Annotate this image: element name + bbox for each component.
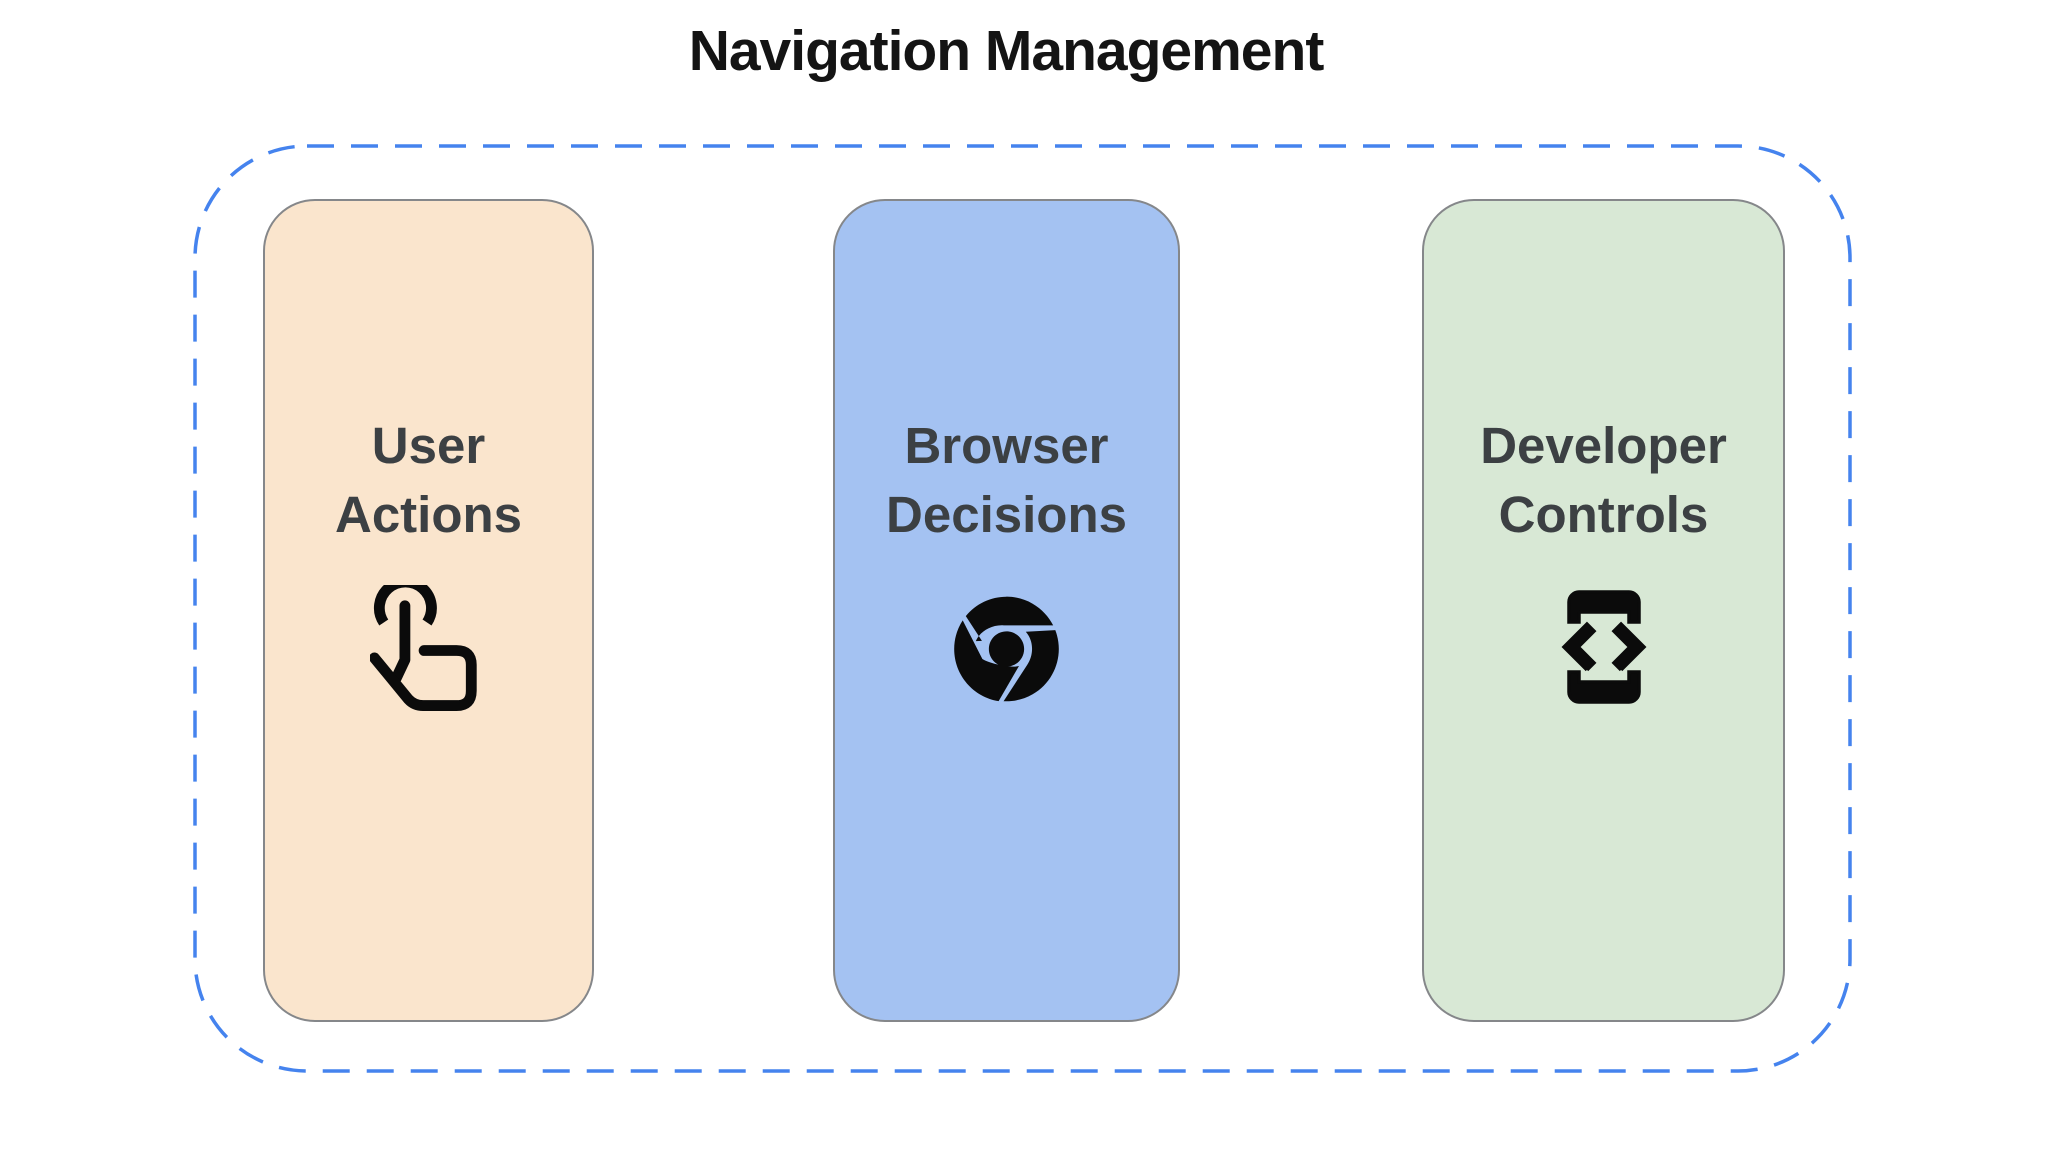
- card-developer-controls: Developer Controls: [1422, 199, 1785, 1022]
- card-user-actions: User Actions: [263, 199, 594, 1022]
- card-title-line: Browser: [904, 417, 1109, 474]
- touch-gesture-icon: [368, 576, 488, 719]
- card-title-line: Developer: [1480, 417, 1727, 474]
- page-title: Navigation Management: [688, 19, 1325, 83]
- diagram-boundary: [193, 144, 1852, 1073]
- card-title-line: Actions: [334, 486, 523, 543]
- card-title: Developer Controls: [1480, 411, 1727, 549]
- card-title-line: Decisions: [886, 486, 1127, 543]
- chrome-icon: [954, 595, 1059, 703]
- card-browser-decisions: Browser Decisions: [833, 199, 1180, 1022]
- card-title-line: User: [371, 417, 486, 474]
- developer-mode-icon: [1544, 587, 1664, 707]
- card-title: Browser Decisions: [886, 411, 1127, 549]
- card-title-line: Controls: [1498, 486, 1709, 543]
- diagram-boundary-stroke: [193, 144, 1852, 1073]
- card-title: User Actions: [335, 411, 522, 549]
